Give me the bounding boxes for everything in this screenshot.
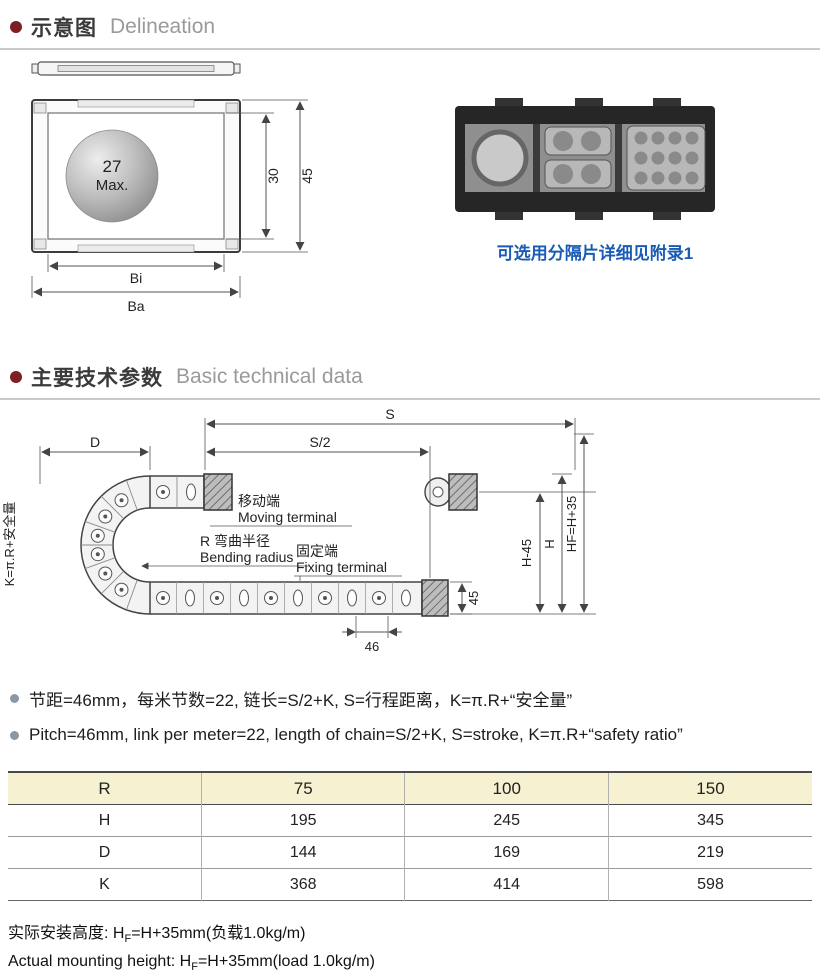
mounting-height-cn-rest: =H+35mm(负载1.0kg/m) [131,925,306,942]
dim-h-label: H [542,539,557,548]
k-formula-label: K=π.R+安全量 [2,502,17,587]
dim-hf-label: HF=H+35 [564,496,579,552]
lower-chain-run [149,579,449,617]
cell-value: 345 [607,804,812,837]
note-en: Pitch=46mm, link per meter=22, length of… [10,725,810,745]
delineation-figures: 27 Max. 30 45 Bi [0,50,820,350]
row-label: K [99,875,110,893]
notes-block: 节距=46mm，每米节数=22, 链长=S/2+K, S=行程距离，K=π.R+… [0,664,820,745]
dim-ba-lines [31,276,241,298]
table-header-row: R 75 100 150 [8,772,812,805]
lower-run-ticks [176,582,393,614]
ball-diameter-max-label: Max. [96,177,129,194]
divider-option-block: 可选用分隔片详细见附录1 [455,98,735,264]
cell-value: 368 [200,868,405,901]
table-row-k: K 368 414 598 [8,868,812,901]
mounting-height-en-sub: F [191,961,198,973]
mounting-height-en-prefix: Actual mounting height: H [8,953,192,971]
section1-title-en: Delineation [110,15,216,38]
carrier-lid-drawing [31,61,241,76]
cell-value: 414 [404,868,609,901]
table-header-value: 100 [404,772,609,805]
ball-diameter-value: 27 [103,157,122,176]
dim-outer-height-lines [242,99,308,253]
side-view-figure: S S/2 D H-45 H [0,400,820,664]
table-header-value: 150 [607,772,812,805]
mounting-height-cn-sub: F [124,933,132,946]
mounting-height-cn-prefix: 实际安装高度: H [8,925,125,942]
fixing-terminal-label-cn: 固定端 [296,543,338,559]
big-tube-hole [471,129,529,187]
carrier-body-drawing: 27 Max. [31,99,241,253]
divider-option-caption: 可选用分隔片详细见附录1 [496,244,694,263]
cell-value: 219 [607,836,812,869]
dim-inner-height-label: 30 [265,168,281,184]
bending-radius-label-cn: R 弯曲半径 [200,533,270,549]
fixing-terminal-label-en: Fixing terminal [296,559,387,575]
dim-inner-height-lines [226,112,274,240]
dim-s-label: S [385,406,394,422]
technical-data-table: R 75 100 150 H 195 245 345 D 144 169 219… [8,771,812,901]
cell-value: 195 [200,804,405,837]
right-extension-lines [450,433,596,615]
footer-notes: 实际安装高度: HF=H+35mm(负载1.0kg/m) Actual moun… [0,901,820,973]
moving-terminal-assembly [424,473,478,511]
dim-45-label: 45 [466,591,481,605]
mounting-height-en-rest: =H+35mm(load 1.0kg/m) [197,953,375,971]
moving-terminal-label-en: Moving terminal [238,509,337,525]
divider-option-photo [455,98,715,220]
dim-46-label: 46 [365,639,379,654]
dim-outer-height-label: 45 [299,168,315,184]
dim-ba-label: Ba [127,298,144,314]
section-bullet-icon [10,371,22,383]
moving-terminal-block [448,473,478,511]
mounting-height-en: Actual mounting height: HF=H+35mm(load 1… [8,953,812,973]
cross-section-drawing: 27 Max. 30 45 Bi [31,61,315,314]
note-bullet-icon [10,730,19,740]
dim-46-lines [342,616,402,638]
dim-s-half-lines [206,446,431,578]
cell-value: 144 [200,836,405,869]
section-bullet-icon [10,21,22,33]
section2-title-en: Basic technical data [176,365,363,388]
dim-h45-label: H-45 [519,539,534,567]
dim-s-lines [204,418,576,470]
upper-terminal-block [203,473,233,511]
bending-radius-label-en: Bending radius [200,549,293,565]
row-label: H [98,811,111,829]
lower-run-links [156,589,411,607]
max-cable-diameter-ball [65,129,159,223]
dim-d-label: D [90,434,100,450]
moving-terminal-label-cn: 移动端 [238,493,280,509]
dim-45-lines [450,581,472,615]
table-row-d: D 144 169 219 [8,836,812,869]
dim-bi-label: Bi [130,270,142,286]
table-row-h: H 195 245 345 [8,804,812,837]
table-header-r: R [98,778,111,798]
row-label: D [98,843,111,861]
section1-title-cn: 示意图 [31,17,97,40]
table-header-value: 75 [200,772,405,805]
side-view-drawing: S S/2 D H-45 H [2,406,596,654]
fixing-terminal-block [421,579,449,617]
section2-title-cn: 主要技术参数 [31,367,163,390]
note-bullet-icon [10,694,19,703]
cell-value: 245 [404,804,609,837]
bend-link-ticks [81,480,138,610]
cell-value: 598 [607,868,812,901]
note-cn: 节距=46mm，每米节数=22, 链长=S/2+K, S=行程距离，K=π.R+… [10,686,810,711]
cell-value: 169 [404,836,609,869]
dim-d-lines [39,446,151,484]
dim-s-half-label: S/2 [309,434,330,450]
upper-chain-run [149,473,233,511]
small-holes-grid [634,131,699,185]
note-en-text: Pitch=46mm, link per meter=22, length of… [29,725,683,744]
dim-bi-lines [47,254,225,272]
bend-link-pins [90,493,129,597]
section-header-technical-data: 主要技术参数 Basic technical data [0,350,820,400]
mounting-height-cn: 实际安装高度: HF=H+35mm(负载1.0kg/m) [8,919,812,945]
section-header-delineation: 示意图 Delineation [0,0,820,50]
note-cn-text: 节距=46mm，每米节数=22, 链长=S/2+K, S=行程距离，K=π.R+… [29,691,573,710]
